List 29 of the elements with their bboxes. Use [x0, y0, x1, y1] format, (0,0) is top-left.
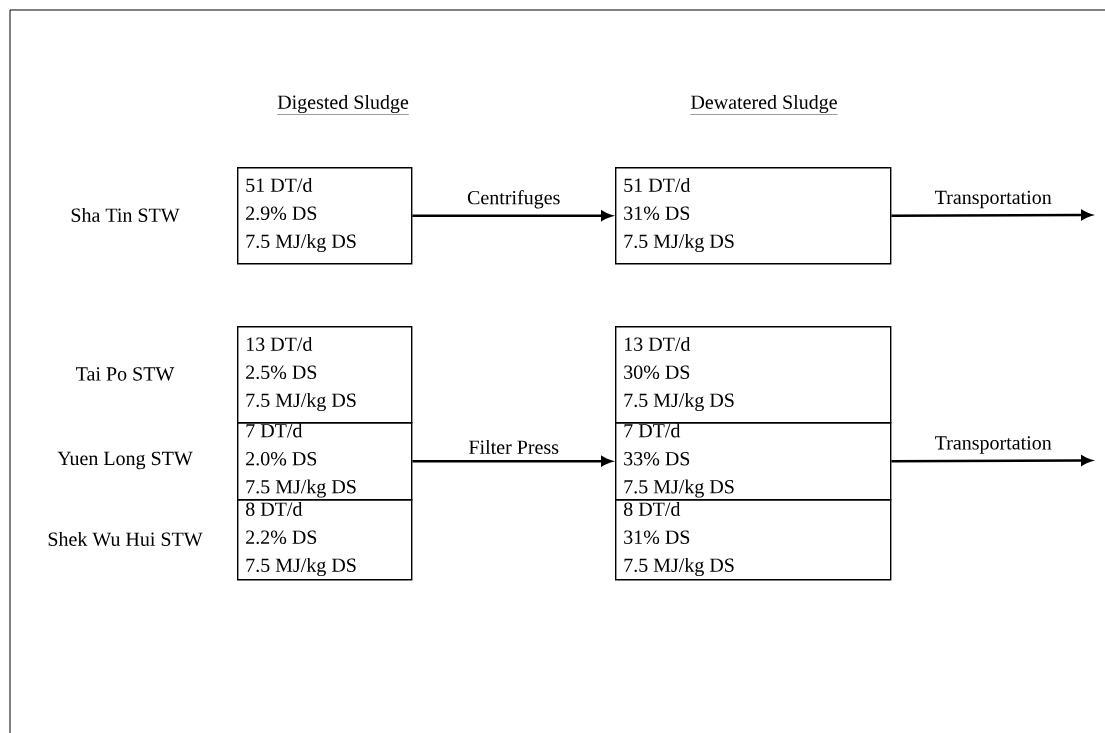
data-box: [615, 167, 892, 265]
data-text: 51 DT/d 31% DS 7.5 MJ/kg DS: [624, 177, 734, 253]
data-text: 51 DT/d 2.9% DS 7.5 MJ/kg DS: [246, 177, 356, 253]
arrow: [412, 456, 612, 467]
data-box: [237, 499, 413, 581]
edge-label: Centrifuges: [466, 189, 562, 210]
data-box: [615, 499, 892, 581]
arrow: [412, 210, 612, 221]
station-name: Shek Wu Hui STW: [48, 531, 203, 547]
data-box: [237, 326, 413, 424]
arrow: [891, 210, 1092, 220]
data-text: 7 DT/d 33% DS 7.5 MJ/kg DS: [624, 423, 734, 498]
data-box: [615, 326, 892, 424]
data-text: 8 DT/d 31% DS 7.5 MJ/kg DS: [624, 501, 734, 577]
data-box: [237, 167, 413, 265]
station-name: Yuen Long STW: [57, 451, 193, 470]
data-text: 8 DT/d 2.2% DS 7.5 MJ/kg DS: [246, 501, 356, 577]
data-text: 13 DT/d 2.5% DS 7.5 MJ/kg DS: [246, 336, 356, 412]
station-name: Sha Tin STW: [71, 207, 180, 223]
edge-label: Transportation: [933, 435, 1053, 455]
data-box: [615, 422, 892, 501]
data-text: 7 DT/d 2.0% DS 7.5 MJ/kg DS: [246, 423, 356, 498]
column-heading: Dewatered Sludge: [690, 94, 838, 115]
data-box: [237, 422, 413, 501]
edge-label: Filter Press: [467, 438, 560, 455]
edge-label: Transportation: [933, 189, 1053, 210]
column-heading: Digested Sludge: [277, 94, 410, 115]
station-name: Tai Po STW: [76, 367, 175, 381]
data-text: 13 DT/d 30% DS 7.5 MJ/kg DS: [624, 336, 734, 412]
